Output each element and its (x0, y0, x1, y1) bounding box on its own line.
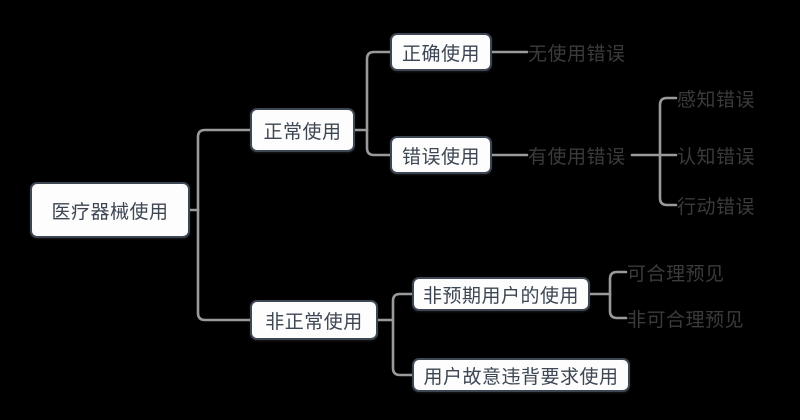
leaf-reasonably-foreseeable[interactable]: 可合理预见 (627, 258, 757, 286)
edge-unintended-user-to-foreseeable (608, 270, 628, 296)
node-correct-use[interactable]: 正确使用 (390, 33, 492, 71)
leaf-perception-error-label: 感知错误 (677, 89, 756, 111)
node-deliberate-violation-use-label: 用户故意违背要求使用 (423, 366, 619, 388)
edge-abnormal-use-to-unintended-user (391, 292, 414, 322)
edge-root-to-abnormal-use (196, 208, 252, 322)
node-root-label: 医疗器械使用 (51, 201, 169, 223)
edge-normal-use-to-correct-use (365, 50, 392, 132)
node-deliberate-violation-use[interactable]: 用户故意违背要求使用 (412, 358, 630, 392)
leaf-cognition-error[interactable]: 认知错误 (677, 141, 787, 169)
edge-has-use-error-to-perception (658, 96, 678, 157)
edge-unintended-user-to-not-foreseeable (608, 292, 628, 320)
node-wrong-use-label: 错误使用 (401, 146, 480, 168)
node-abnormal-use-label: 非正常使用 (265, 311, 363, 333)
leaf-not-reasonably-foreseeable[interactable]: 非可合理预见 (627, 304, 777, 332)
node-correct-use-label: 正确使用 (401, 43, 480, 65)
edge-normal-use-to-wrong-use (365, 128, 392, 157)
leaf-has-use-error-label: 有使用错误 (528, 146, 626, 168)
leaf-not-reasonably-foreseeable-label: 非可合理预见 (627, 309, 745, 331)
node-normal-use-label: 正常使用 (263, 121, 342, 143)
node-unintended-user-use[interactable]: 非预期用户的使用 (412, 277, 590, 311)
node-unintended-user-use-label: 非预期用户的使用 (422, 285, 579, 307)
node-wrong-use[interactable]: 错误使用 (390, 136, 492, 174)
leaf-no-use-error[interactable]: 无使用错误 (528, 38, 648, 66)
leaf-perception-error[interactable]: 感知错误 (677, 84, 787, 112)
node-abnormal-use[interactable]: 非正常使用 (250, 300, 378, 340)
edge-root-to-normal-use (196, 128, 252, 212)
leaf-has-use-error[interactable]: 有使用错误 (528, 141, 648, 169)
leaf-cognition-error-label: 认知错误 (677, 146, 756, 168)
leaf-action-error-label: 行动错误 (677, 196, 756, 218)
edge-abnormal-use-to-deliberate-violation (391, 318, 414, 377)
leaf-reasonably-foreseeable-label: 可合理预见 (627, 263, 725, 285)
leaf-no-use-error-label: 无使用错误 (528, 43, 626, 65)
node-root[interactable]: 医疗器械使用 (30, 182, 190, 238)
edge-has-use-error-to-action (658, 153, 678, 207)
leaf-action-error[interactable]: 行动错误 (677, 191, 787, 219)
node-normal-use[interactable]: 正常使用 (250, 108, 355, 152)
